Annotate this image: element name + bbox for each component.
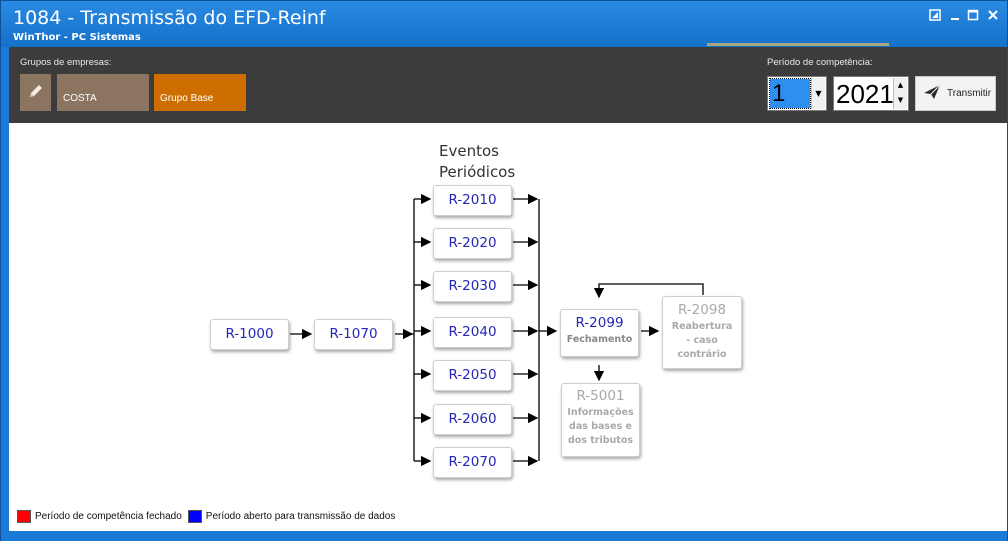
group-label: COSTA <box>63 93 97 104</box>
flow-connectors <box>290 193 704 467</box>
window-subtitle: WinThor - PC Sistemas <box>13 32 141 43</box>
node-code: R-1070 <box>329 326 378 342</box>
open-swatch <box>187 510 202 523</box>
node-code: R-1000 <box>225 326 274 342</box>
events-title: Eventos Periódicos <box>439 141 559 183</box>
node-code: R-2060 <box>448 411 497 427</box>
node-r-1000[interactable]: R-1000 <box>210 319 289 350</box>
node-desc: - caso <box>686 335 718 346</box>
node-code: R-2020 <box>448 235 497 251</box>
toolbar: Grupos de empresas: COSTA Grupo Base Per… <box>9 47 1007 123</box>
node-code: R-2050 <box>448 367 497 383</box>
group-tile-grupo-base[interactable]: Grupo Base <box>154 74 246 111</box>
year-spinner[interactable]: 2021 ▲ ▼ <box>833 76 909 111</box>
node-code: R-5001 <box>576 388 625 404</box>
status-bar <box>1 531 1007 541</box>
node-code: R-2099 <box>575 315 624 331</box>
month-value: 1 <box>769 78 811 109</box>
node-r-5001[interactable]: R-5001 Informações das bases e dos tribu… <box>561 383 640 457</box>
node-r-2040[interactable]: R-2040 <box>433 317 512 348</box>
events-title-line: Periódicos <box>439 163 516 181</box>
open-label: Período aberto para transmissão de dados <box>205 511 396 522</box>
node-r-2010[interactable]: R-2010 <box>433 185 512 216</box>
node-desc: contrário <box>677 349 727 360</box>
transmit-label: Transmitir <box>947 88 992 99</box>
node-r-2030[interactable]: R-2030 <box>433 271 512 302</box>
restore-icon[interactable] <box>927 9 943 25</box>
close-icon[interactable] <box>985 9 1001 25</box>
pencil-icon <box>27 82 45 104</box>
title-bar: 1084 - Transmissão do EFD-Reinf WinThor … <box>1 1 1007 47</box>
minimize-icon[interactable] <box>947 9 963 25</box>
transmit-button[interactable]: Transmitir <box>915 76 996 111</box>
node-code: R-2098 <box>677 302 727 318</box>
group-label: Grupo Base <box>160 93 214 104</box>
node-desc: das bases e <box>569 421 632 432</box>
window-title: 1084 - Transmissão do EFD-Reinf <box>13 7 326 29</box>
node-code: R-2010 <box>448 192 497 208</box>
node-r-2070[interactable]: R-2070 <box>433 447 512 478</box>
chevron-up-icon[interactable]: ▲ <box>897 81 904 89</box>
legend: Período de competência fechado Período a… <box>17 510 395 523</box>
groups-label: Grupos de empresas: <box>20 57 112 68</box>
events-title-line: Eventos <box>439 142 499 160</box>
node-r-2050[interactable]: R-2050 <box>433 360 512 391</box>
title-accent-strip <box>707 43 889 46</box>
year-value: 2021 <box>836 79 894 109</box>
node-code: R-2030 <box>448 278 497 294</box>
node-desc: Informações <box>567 407 634 418</box>
node-r-2060[interactable]: R-2060 <box>433 404 512 435</box>
node-r-1070[interactable]: R-1070 <box>314 319 393 350</box>
edit-groups-button[interactable] <box>20 74 51 111</box>
node-r-2099[interactable]: R-2099 Fechamento <box>560 309 639 357</box>
maximize-icon[interactable] <box>965 9 981 25</box>
group-tile-costa[interactable]: COSTA <box>57 74 149 111</box>
node-code: R-2070 <box>448 454 497 470</box>
closed-label: Período de competência fechado <box>35 511 182 522</box>
chevron-down-icon[interactable]: ▼ <box>897 96 904 104</box>
node-desc: Reabertura <box>671 321 733 332</box>
send-icon <box>923 84 941 103</box>
main-content: Eventos Periódicos R-1000 R-1070 R-2010 … <box>9 123 1007 531</box>
node-r-2098[interactable]: R-2098 Reabertura - caso contrário <box>662 296 742 369</box>
closed-swatch <box>17 510 31 523</box>
month-select[interactable]: 1 ▼ <box>767 76 827 111</box>
year-spin-buttons: ▲ ▼ <box>893 78 907 109</box>
chevron-down-icon[interactable]: ▼ <box>811 78 825 109</box>
node-desc: Fechamento <box>566 334 633 345</box>
node-desc: dos tributos <box>567 435 634 446</box>
node-r-2020[interactable]: R-2020 <box>433 228 512 259</box>
period-label: Período de competência: <box>767 57 873 68</box>
node-code: R-2040 <box>448 324 497 340</box>
